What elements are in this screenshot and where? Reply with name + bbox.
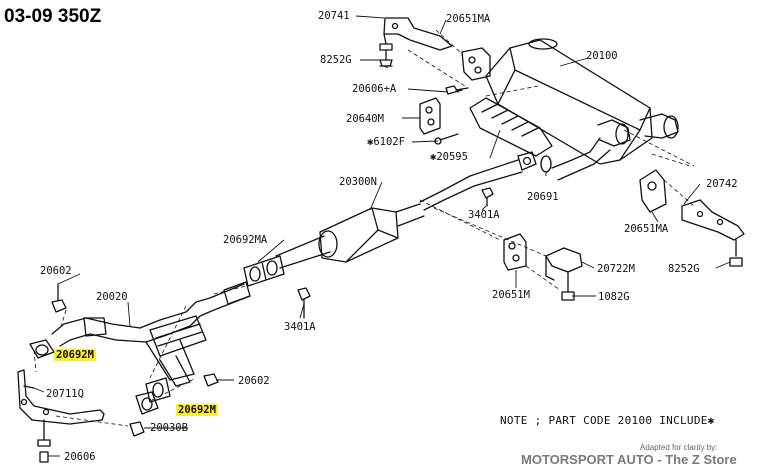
label-20606: 20606	[64, 451, 96, 463]
label-20595: ✱20595	[430, 151, 468, 163]
hanger-20640m	[419, 97, 441, 135]
nut-20602-center	[203, 373, 219, 387]
label-20602-left: 20602	[40, 265, 72, 277]
label-20692m-center: 20692M	[176, 404, 218, 416]
center-muffler	[275, 203, 425, 269]
label-20100: 20100	[586, 50, 618, 62]
label-20742: 20742	[706, 178, 738, 190]
bracket-20722m	[545, 247, 583, 301]
label-20722m: 20722M	[597, 263, 635, 275]
gasket-20692m-center	[135, 391, 159, 415]
label-20651ma-top: 20651MA	[446, 13, 491, 25]
credit-caption: Adapted for clarity by:	[640, 443, 718, 452]
label-8252g-top: 8252G	[320, 54, 352, 66]
part-code-note: NOTE ; PART CODE 20100 INCLUDE✱	[500, 414, 715, 427]
label-3401a-center: 3401A	[284, 321, 316, 333]
page-title: 03-09 350Z	[4, 6, 102, 27]
nut-20602-left	[51, 283, 67, 313]
hanger-20651ma-right	[639, 169, 667, 213]
label-20020: 20020	[96, 291, 128, 303]
gasket-20692m-left	[29, 339, 55, 359]
bolt-6102f	[434, 133, 459, 145]
center-pipe	[419, 159, 523, 211]
nut-20030b	[129, 421, 145, 437]
label-3401a-right: 3401A	[468, 209, 500, 221]
label-20692ma: 20692MA	[223, 234, 268, 246]
label-20651m: 20651M	[492, 289, 530, 301]
label-20691: 20691	[527, 191, 559, 203]
label-6102f: ✱6102F	[367, 136, 405, 148]
credit-brand: MOTORSPORT AUTO - The Z Store	[521, 452, 737, 467]
label-20602-center: 20602	[238, 375, 270, 387]
label-20741: 20741	[318, 10, 350, 22]
label-20692m-left: 20692M	[54, 349, 96, 361]
nut-3401a-right	[481, 187, 494, 207]
label-20030b: 20030B	[150, 422, 188, 434]
bracket-20742	[681, 199, 745, 267]
label-20640m: 20640M	[346, 113, 384, 125]
label-20606a: 20606+A	[352, 83, 397, 95]
label-20300n: 20300N	[339, 176, 377, 188]
label-20711q: 20711Q	[46, 388, 84, 400]
label-8252g-right: 8252G	[668, 263, 700, 275]
bolt-20606a	[445, 85, 469, 95]
bracket-20741	[379, 17, 453, 67]
label-1082g: 1082G	[598, 291, 630, 303]
front-pipe-assembly	[51, 281, 251, 403]
gasket-20692ma	[243, 255, 285, 287]
heat-shield	[469, 97, 553, 157]
heat-plate-20711q	[17, 369, 105, 463]
nut-3401a-center	[297, 287, 311, 319]
label-20651ma-right: 20651MA	[624, 223, 669, 235]
hanger-20651ma-top	[461, 47, 491, 81]
